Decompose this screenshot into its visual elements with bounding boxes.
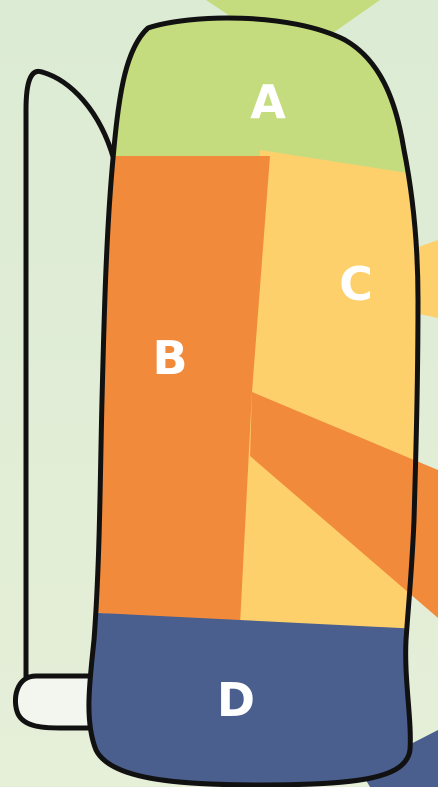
zone-d-label: D <box>217 673 255 727</box>
zone-a-label: A <box>250 75 286 129</box>
side-strap-top <box>42 72 114 160</box>
foot-loop-outline <box>15 676 94 728</box>
zone-b-region <box>90 156 270 625</box>
zone-b-label: B <box>152 331 187 385</box>
zone-c-label: C <box>339 257 373 311</box>
